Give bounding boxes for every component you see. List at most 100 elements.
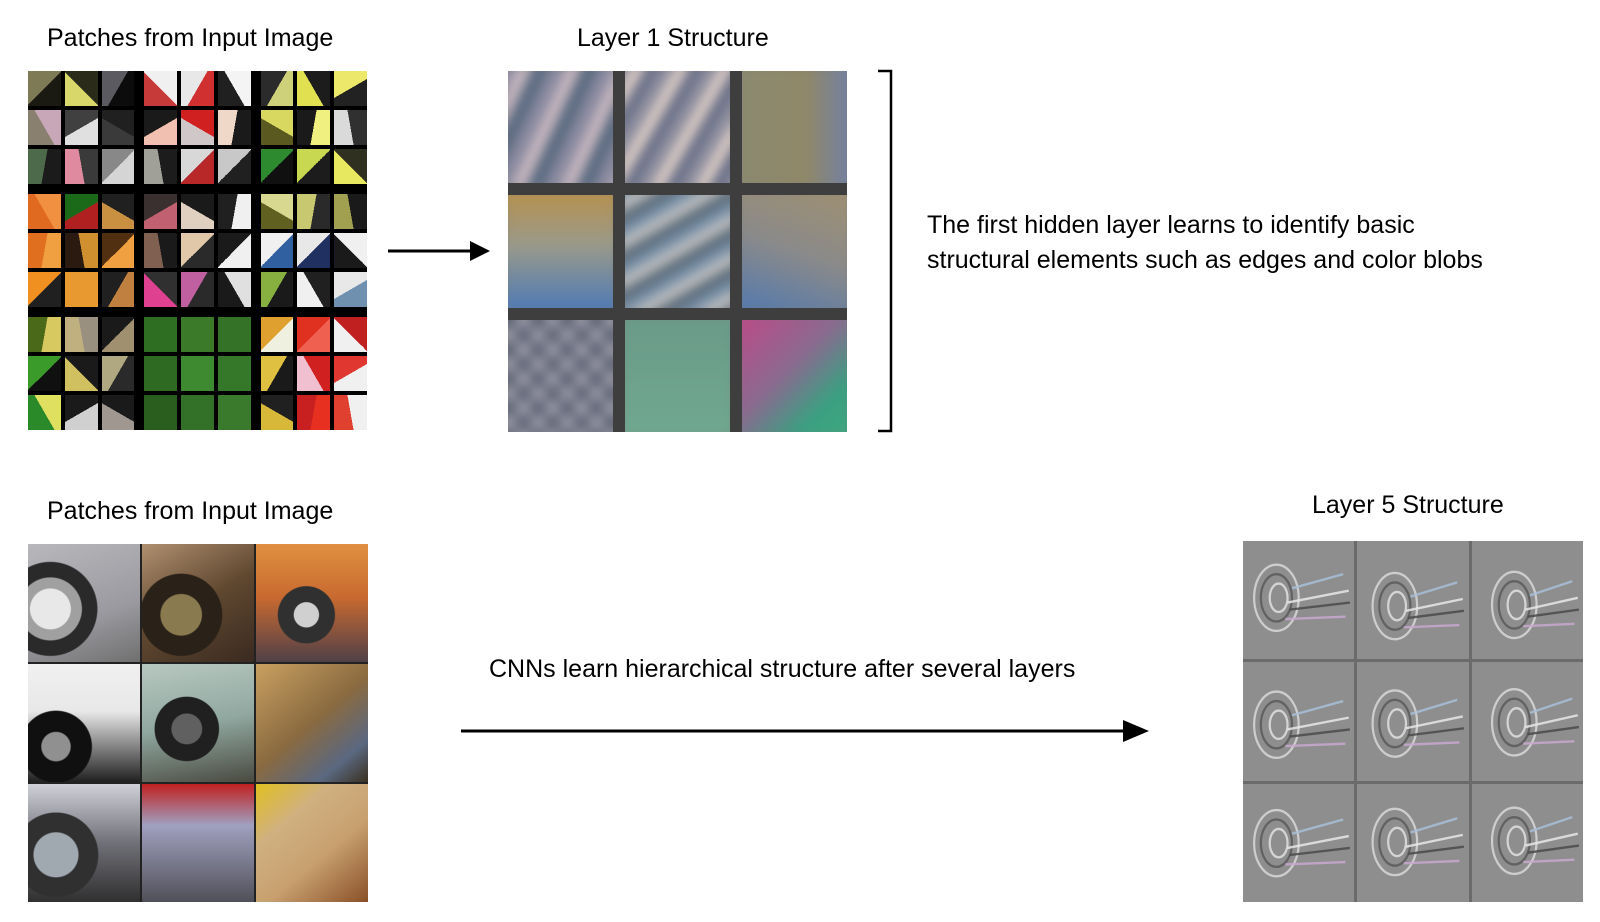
patch-tile <box>334 194 367 229</box>
patch-tile <box>181 356 214 391</box>
patch-tile <box>144 71 178 106</box>
patch-tile <box>28 395 61 430</box>
description-line-1: The first hidden layer learns to identif… <box>927 211 1415 239</box>
patch-tile <box>334 71 367 106</box>
filter-cell <box>742 195 847 308</box>
patch-tile <box>64 194 98 229</box>
patch-tile <box>28 194 61 229</box>
patch-tile <box>64 272 98 307</box>
patch-tile <box>101 233 135 268</box>
patch-tile <box>297 356 331 391</box>
patch-tile <box>260 149 294 184</box>
patch-tile <box>217 395 251 430</box>
patch-tile <box>260 395 294 430</box>
feature-cell <box>1357 662 1469 781</box>
patch-tile <box>334 233 367 268</box>
patch-group <box>144 317 251 430</box>
patch-tile <box>260 317 294 352</box>
filter-texture <box>508 319 613 432</box>
feature-cell <box>1471 783 1583 902</box>
filter-cell <box>625 195 730 308</box>
filter-texture <box>742 195 847 308</box>
filter-cell <box>742 319 847 432</box>
car-patch <box>142 784 254 902</box>
bottom-patches-title: Patches from Input Image <box>47 497 334 525</box>
patch-tile <box>101 110 135 145</box>
car-patch <box>256 784 368 902</box>
patch-tile <box>144 395 178 430</box>
filter-texture <box>742 319 847 432</box>
filter-cell <box>508 71 613 184</box>
patch-group <box>260 194 367 307</box>
patch-tile <box>101 317 135 352</box>
layer1-title: Layer 1 Structure <box>577 24 769 52</box>
filter-texture <box>508 195 613 308</box>
patch-tile <box>297 395 331 430</box>
patch-tile <box>334 395 367 430</box>
patch-tile <box>181 110 214 145</box>
patch-tile <box>217 233 251 268</box>
feature-cell <box>1471 541 1583 660</box>
filter-texture <box>625 319 730 432</box>
patch-tile <box>28 110 61 145</box>
filter-cell <box>625 319 730 432</box>
patch-tile <box>334 110 367 145</box>
patch-tile <box>144 317 178 352</box>
patch-tile <box>334 272 367 307</box>
patch-tile <box>64 149 98 184</box>
patch-tile <box>64 110 98 145</box>
arrow-caption: CNNs learn hierarchical structure after … <box>489 655 1076 683</box>
filter-cell <box>742 71 847 184</box>
filter-texture <box>625 195 730 308</box>
filter-cell <box>508 195 613 308</box>
patch-tile <box>101 149 135 184</box>
feature-cell <box>1243 662 1355 781</box>
patch-tile <box>217 110 251 145</box>
filter-cell <box>625 71 730 184</box>
layer5-features-image <box>1243 541 1583 902</box>
patch-group <box>28 194 135 307</box>
patch-tile <box>297 71 331 106</box>
filter-texture <box>508 71 613 184</box>
car-patch <box>28 544 140 662</box>
patch-tile <box>144 149 178 184</box>
patch-tile <box>101 395 135 430</box>
feature-cell <box>1243 783 1355 902</box>
filter-cell <box>508 319 613 432</box>
car-patch <box>142 664 254 782</box>
patch-tile <box>297 149 331 184</box>
patch-group <box>28 71 135 184</box>
patch-tile <box>217 71 251 106</box>
car-patch <box>256 544 368 662</box>
patch-tile <box>144 110 178 145</box>
feature-cell <box>1471 662 1583 781</box>
layer1-description: The first hidden layer learns to identif… <box>927 208 1483 278</box>
patch-tile <box>217 356 251 391</box>
patch-tile <box>181 317 214 352</box>
patch-tile <box>297 110 331 145</box>
patch-tile <box>28 149 61 184</box>
patch-tile <box>101 272 135 307</box>
patch-tile <box>181 149 214 184</box>
patch-tile <box>217 317 251 352</box>
patch-tile <box>181 71 214 106</box>
car-patch <box>28 664 140 782</box>
patch-group <box>144 71 251 184</box>
patch-tile <box>144 233 178 268</box>
patch-tile <box>144 272 178 307</box>
patch-tile <box>64 317 98 352</box>
patch-group <box>260 71 367 184</box>
patch-tile <box>28 317 61 352</box>
patch-tile <box>101 71 135 106</box>
description-line-2: structural elements such as edges and co… <box>927 246 1483 274</box>
filter-texture <box>625 71 730 184</box>
patch-tile <box>217 149 251 184</box>
car-patch <box>142 544 254 662</box>
filter-texture <box>742 71 847 184</box>
feature-cell <box>1357 541 1469 660</box>
patch-tile <box>144 356 178 391</box>
layer1-filters-image <box>508 71 847 432</box>
patch-tile <box>28 71 61 106</box>
top-arrow <box>388 241 490 261</box>
patch-tile <box>297 194 331 229</box>
